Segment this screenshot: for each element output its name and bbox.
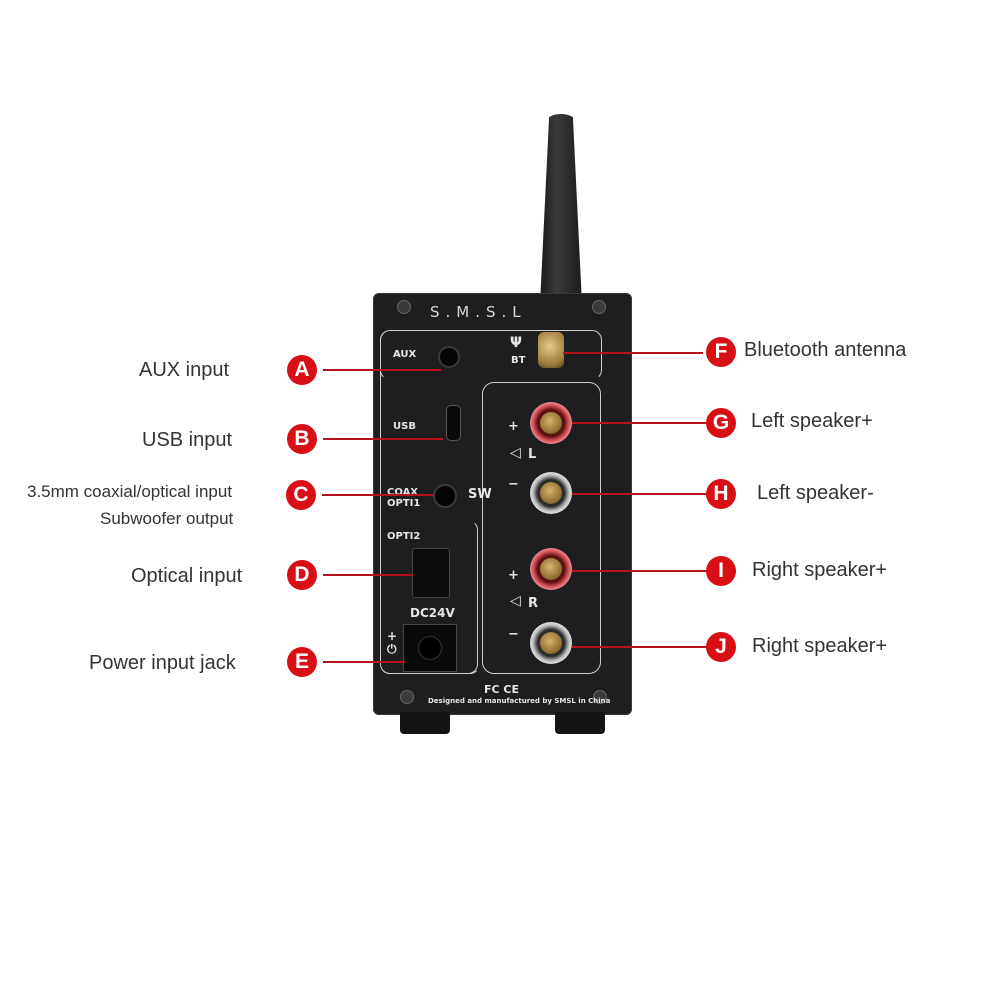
bt-silkscreen: BT [511, 355, 526, 366]
optical-port[interactable] [412, 548, 450, 598]
callout-sublabel-subwoofer: Subwoofer output [100, 509, 234, 528]
aux-jack[interactable] [438, 346, 460, 368]
screw-icon [397, 300, 411, 314]
callout-label-aux: AUX input [139, 359, 230, 381]
leader-line-e [323, 661, 405, 663]
callout-badge-f: F [706, 337, 736, 367]
callout-badge-c: C [286, 480, 316, 510]
left-channel-label: L [528, 447, 537, 462]
callout-badge-h: H [706, 479, 736, 509]
callout-label-bluetooth: Bluetooth antenna [744, 339, 907, 361]
antenna-connector[interactable] [538, 332, 564, 368]
callout-label-left-plus: Left speaker+ [751, 410, 873, 432]
leader-line-f [563, 352, 703, 354]
left-plus-sign: + [508, 419, 519, 434]
right-speaker-minus-post[interactable] [530, 622, 572, 664]
right-channel-label: R [528, 596, 539, 611]
callout-label-right-minus: Right speaker+ [752, 635, 888, 657]
screw-icon [593, 690, 607, 704]
right-plus-sign: + [508, 568, 519, 583]
screw-icon [592, 300, 606, 314]
callout-badge-e: E [287, 647, 317, 677]
callout-badge-j: J [706, 632, 736, 662]
leader-line-d [323, 574, 413, 576]
callout-badge-b: B [287, 424, 317, 454]
callout-label-optical: Optical input [131, 565, 243, 587]
dc-silkscreen: DC24V [410, 606, 455, 620]
callout-badge-i: I [706, 556, 736, 586]
foot-left [400, 712, 450, 734]
left-speaker-plus-post[interactable] [530, 402, 572, 444]
coax-opti1-jack[interactable] [433, 484, 457, 508]
manufacturer-text: Designed and manufactured by SMSL in Chi… [428, 697, 611, 705]
right-speaker-plus-post[interactable] [530, 548, 572, 590]
left-speaker-minus-post[interactable] [530, 472, 572, 514]
polarity-icon: +⏻ [387, 629, 398, 657]
leader-line-h [572, 493, 708, 495]
left-minus-sign: − [508, 477, 519, 492]
callout-badge-a: A [287, 355, 317, 385]
screw-icon [400, 690, 414, 704]
leader-line-i [572, 570, 708, 572]
bottom-left-panel-outline [380, 520, 478, 674]
leader-line-j [572, 646, 708, 648]
callout-badge-d: D [287, 560, 317, 590]
leader-line-b [323, 438, 443, 440]
callout-label-right-plus: Right speaker+ [752, 559, 888, 581]
dc-jack-hole [418, 636, 442, 660]
usb-silkscreen: USB [393, 421, 416, 432]
leader-line-c [322, 494, 434, 496]
callout-badge-g: G [706, 408, 736, 438]
speaker-icon: ◁ [510, 445, 521, 461]
coax-silkscreen: COAX [387, 487, 419, 498]
dc-power-jack[interactable] [403, 624, 457, 672]
foot-right [555, 712, 605, 734]
brand-logo: S.M.S.L [430, 303, 527, 321]
callout-label-usb: USB input [142, 429, 233, 451]
speaker-icon: ◁ [510, 593, 521, 609]
leader-line-a [323, 369, 441, 371]
speaker-panel-outline [482, 382, 601, 674]
bt-antenna-symbol-icon: Ψ [510, 335, 522, 351]
bluetooth-antenna [540, 114, 582, 304]
callout-label-power: Power input jack [89, 652, 236, 674]
right-minus-sign: − [508, 627, 519, 642]
opti1-silkscreen: OPTI1 [387, 498, 421, 509]
usb-port[interactable] [446, 405, 461, 441]
callout-label-left-minus: Left speaker- [757, 482, 874, 504]
leader-line-g [572, 422, 708, 424]
opti2-silkscreen: OPTI2 [387, 531, 421, 542]
certification-marks: FC CE [484, 683, 520, 696]
sw-silkscreen: SW [468, 487, 492, 502]
callout-label-coax: 3.5mm coaxial/optical input [27, 482, 233, 501]
aux-silkscreen: AUX [393, 349, 417, 360]
